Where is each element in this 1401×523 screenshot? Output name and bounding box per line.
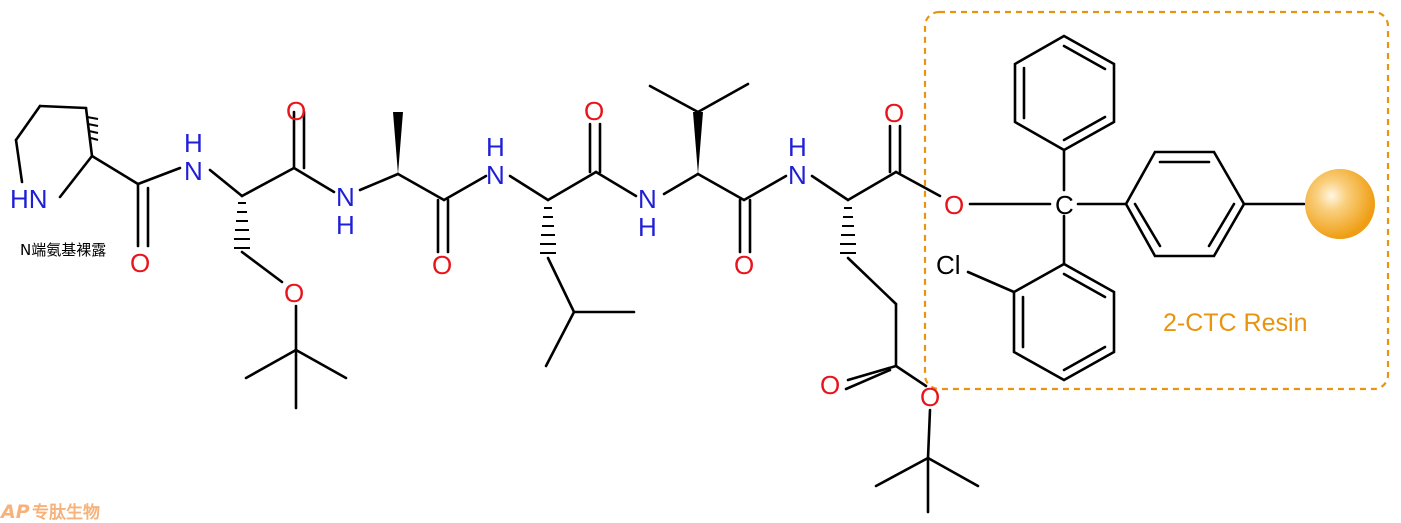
ester-oxygen-label: O [944,190,964,220]
amide-n-label: N [638,184,657,214]
ether-oxygen-label: O [284,278,304,308]
chlorophenyl-ring [1012,262,1116,382]
resin-highlight-box [923,10,1390,391]
carbonyl-oxygen-label: O [432,250,452,280]
amide-oxygen-label: O [130,248,150,278]
trityl-carbon-label: C [1055,190,1074,220]
amide-n-label: N [336,182,355,212]
amide-n-label: N [184,156,203,186]
resin-label: 2-CTC Resin [1163,309,1307,337]
n-terminal-nh-label: HN [10,184,48,214]
watermark-logo: AP [0,501,30,523]
watermark-text: 专肽生物 [32,502,100,523]
resin-bead [1305,169,1375,239]
amide-h-label: H [486,132,505,162]
amide-h-label: H [336,210,355,240]
ala-wedge-bond [393,112,403,174]
n-terminal-note: N端氨基裸露 [20,241,106,259]
val-wedge-bond [693,112,703,174]
ser-hashed-bond [234,202,250,249]
watermark: AP 专肽生物 [0,501,100,523]
carbonyl-oxygen-label: O [584,96,604,126]
amide-h-label: H [184,128,203,158]
leu-hashed-bond [540,207,556,254]
glu-hashed-bond [840,207,856,254]
chlorine-label: Cl [936,250,961,280]
tbu-ester-oxygen-label: O [920,382,940,412]
proline-alpha-hashed-bond [86,116,99,141]
carbonyl-oxygen-label: O [884,98,904,128]
amide-n-label: N [486,160,505,190]
top-phenyl-ring [1013,34,1116,152]
amide-n-label: N [788,160,807,190]
amide-h-label: H [788,132,807,162]
side-chain-carbonyl-oxygen-label: O [820,370,840,400]
carbonyl-oxygen-label: O [734,250,754,280]
para-phenyl-ring [1124,150,1246,258]
carbonyl-oxygen-label: O [286,96,306,126]
amide-h-label: H [638,212,657,242]
